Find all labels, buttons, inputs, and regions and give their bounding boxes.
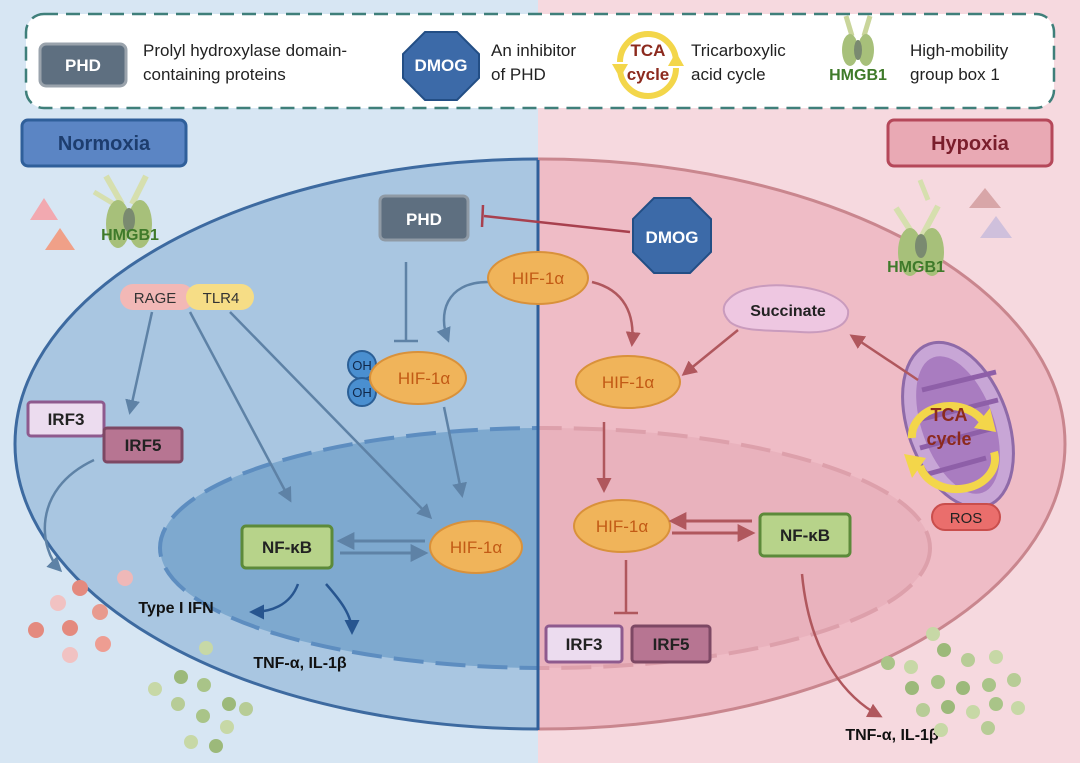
hypoxia-irf5-label: IRF5 <box>653 635 690 654</box>
legend-hmgb1-label: HMGB1 <box>829 67 887 84</box>
dmog-octagon <box>632 197 712 274</box>
legend-phd-desc-2: containing proteins <box>143 65 286 84</box>
normoxia-cytokine-particles <box>148 641 253 753</box>
oh-label-2: OH <box>352 385 372 400</box>
oh-label-1: OH <box>352 358 372 373</box>
hypoxia-irf3-box <box>544 624 624 664</box>
legend-hmgb1-desc-1: High-mobility <box>910 41 1009 60</box>
ros-label: ROS <box>950 510 983 527</box>
hif-top <box>487 251 589 305</box>
rage-receptor <box>120 284 194 310</box>
hypoxia-triangle-2 <box>980 216 1012 238</box>
legend-tca-cycle-icon <box>612 31 684 99</box>
normoxia-title: Normoxia <box>58 133 151 155</box>
normoxia-triangle-2 <box>45 228 75 250</box>
mitochondrion <box>901 340 1015 510</box>
legend-phd-label: PHD <box>65 56 101 75</box>
legend-dmog-desc-1: An inhibitor <box>491 41 576 60</box>
normoxia-nfkb-label: NF-κB <box>262 538 312 557</box>
hypoxia-tca-label-2: cycle <box>926 429 971 449</box>
normoxia-irf5-label: IRF5 <box>125 436 162 455</box>
hypoxia-arrows <box>591 280 919 718</box>
rage-label: RAGE <box>134 290 177 307</box>
legend-phd-box <box>38 42 128 88</box>
legend-tca-desc-1: Tricarboxylic <box>691 41 786 60</box>
phd-box <box>378 194 470 242</box>
legend-dmog-desc-2: of PHD <box>491 65 546 84</box>
hypoxia-hif-cytoplasm-label: HIF-1α <box>602 373 655 392</box>
normoxia-irf5-box <box>102 426 184 464</box>
normoxia-nfkb-box <box>240 524 334 570</box>
legend-dmog-label: DMOG <box>415 56 468 75</box>
normoxia-triangle-1 <box>30 198 58 220</box>
normoxia-cytokines-label: TNF-α, IL-1β <box>253 655 347 672</box>
ros-pill <box>931 503 1001 531</box>
succinate-label: Succinate <box>750 303 826 320</box>
hypoxia-cytokine-particles <box>881 627 1025 737</box>
normoxia-hif-nucleus <box>429 520 523 574</box>
hypoxia-triangle-1 <box>969 188 1001 208</box>
hypoxia-cytokines-label: TNF-α, IL-1β <box>845 727 939 744</box>
hypoxia-nfkb-box <box>758 512 852 558</box>
legend-dmog-octagon <box>402 31 480 101</box>
tlr4-receptor <box>186 284 254 310</box>
hypoxia-title: Hypoxia <box>931 133 1010 155</box>
normoxia-irf3-label: IRF3 <box>48 410 85 429</box>
hypoxia-irf3-label: IRF3 <box>566 635 603 654</box>
hypoxia-hmgb1-label: HMGB1 <box>887 259 945 276</box>
legend-tca-desc-2: acid cycle <box>691 65 766 84</box>
legend-tca-label-1: TCA <box>631 41 666 60</box>
hypoxia-hmgb1-icon <box>893 179 944 276</box>
hypoxia-hif-cytoplasm <box>575 355 681 409</box>
normoxia-arrows <box>43 262 489 635</box>
normoxia-hif-nucleus-label: HIF-1α <box>450 538 503 557</box>
hypoxia-nfkb-label: NF-κB <box>780 526 830 545</box>
normoxia-hmgb1-label: HMGB1 <box>101 227 159 244</box>
dmog-inhibition-arrow <box>480 204 631 234</box>
normoxia-hmgb1-icon <box>92 174 152 248</box>
hypoxia-irf5-box <box>630 624 712 664</box>
phd-label: PHD <box>406 210 442 229</box>
hypoxia-cell <box>538 157 1067 731</box>
legend-phd-desc-1: Prolyl hydroxylase domain- <box>143 41 347 60</box>
type1-ifn-particles <box>28 570 133 663</box>
hif-top-label: HIF-1α <box>512 269 565 288</box>
hif-hydroxylated <box>369 351 467 405</box>
type1-ifn-label: Type I IFN <box>138 600 213 617</box>
tlr4-label: TLR4 <box>203 290 240 307</box>
hypoxia-tca-cycle-icon <box>904 402 1000 494</box>
hypoxia-title-box <box>886 118 1054 168</box>
normoxia-irf3-box <box>26 400 106 438</box>
hypoxia-hif-nucleus-label: HIF-1α <box>596 517 649 536</box>
legend-tca-label-2: cycle <box>627 65 670 84</box>
normoxia-title-box <box>20 118 188 168</box>
hypoxia-tca-label-1: TCA <box>931 405 968 425</box>
legend-hmgb1-desc-2: group box 1 <box>910 65 1000 84</box>
succinate-shape <box>722 284 850 334</box>
hif-hydroxylated-label: HIF-1α <box>398 369 451 388</box>
legend-box <box>24 12 1056 110</box>
dmog-label: DMOG <box>646 228 699 247</box>
legend-hmgb1-icon <box>842 15 874 66</box>
